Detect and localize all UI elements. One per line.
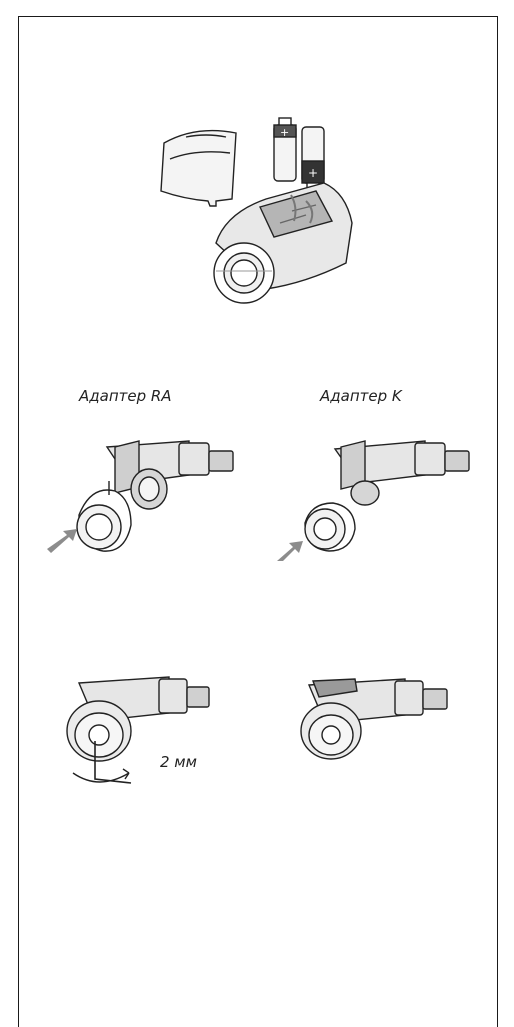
hex-size-caption: 2 мм — [160, 753, 197, 771]
battery-icon: + — [274, 118, 296, 181]
adapter-ra-figure — [39, 431, 239, 561]
battery-cover-icon — [161, 131, 236, 206]
hex-key-figure — [59, 669, 219, 799]
svg-text:+: + — [308, 166, 318, 180]
adapter-k-caption: Адаптер K — [320, 387, 402, 405]
valve-body-icon — [67, 677, 209, 761]
valve-body-icon — [301, 679, 447, 759]
battery-installation-figure: + + — [156, 103, 366, 313]
battery-icon: + — [302, 127, 324, 188]
adapter-ra-caption: Адаптер RA — [79, 387, 172, 405]
valve-body-icon — [107, 441, 233, 509]
push-arrow-icon — [47, 529, 77, 553]
valve-body-icon — [335, 441, 469, 505]
mounted-adapter-figure — [295, 671, 465, 781]
adapter-ring-icon — [305, 503, 355, 551]
adapter-k-figure — [275, 431, 475, 561]
push-arrow-icon — [277, 541, 303, 561]
manual-page: + + Адаптер RA Адаптер K — [18, 16, 498, 1027]
svg-text:+: + — [280, 126, 289, 139]
thermostat-head-icon — [214, 183, 352, 303]
